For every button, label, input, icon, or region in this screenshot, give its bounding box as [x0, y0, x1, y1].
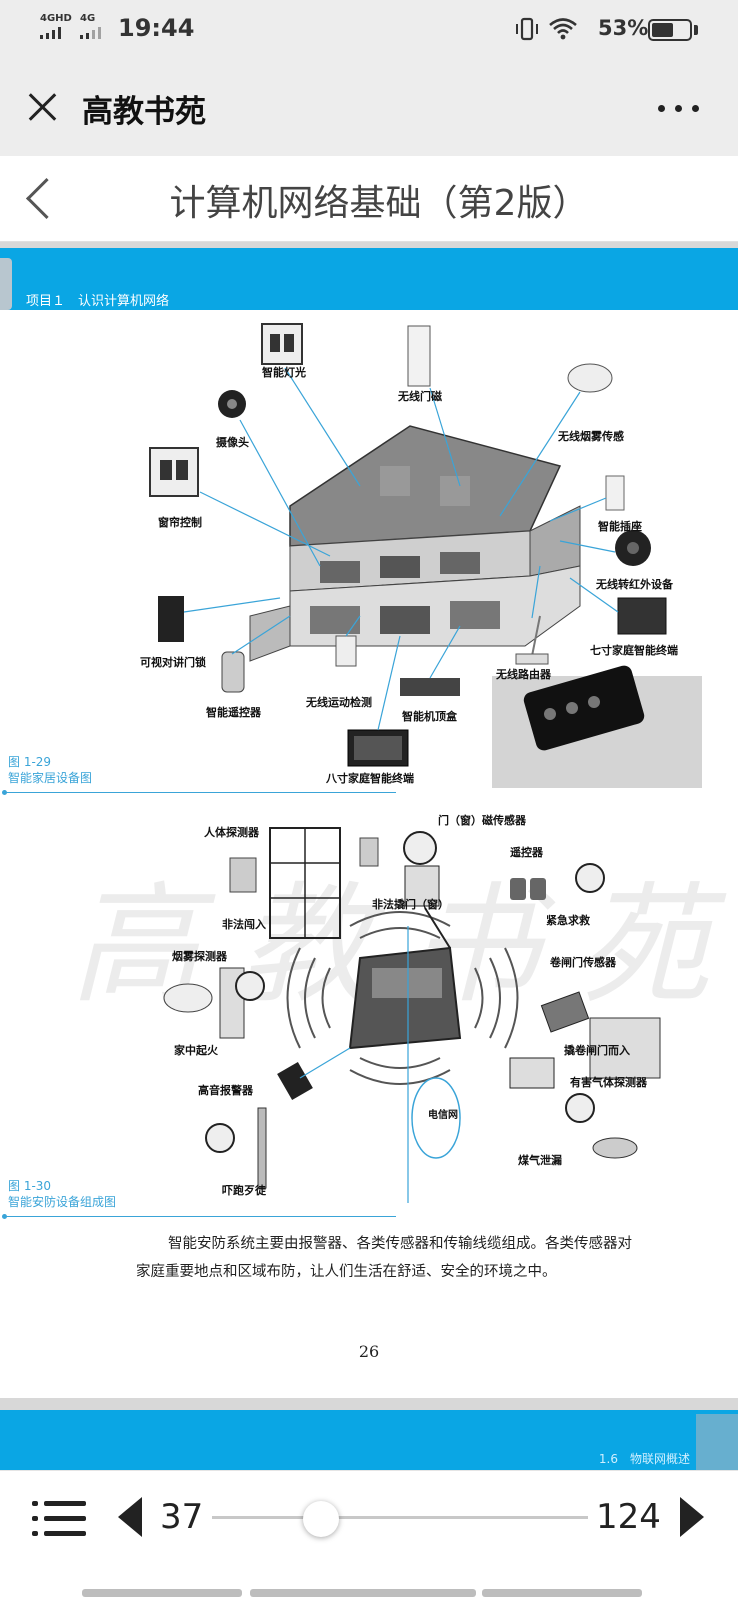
- label-door-sensor: 门（窗）磁传感器: [438, 813, 527, 827]
- label-ir-device: 无线转红外设备: [595, 577, 674, 591]
- label-wireless-smoke: 无线烟雾传感: [557, 429, 624, 443]
- next-page-decoration: [696, 1414, 738, 1470]
- label-router: 无线路由器: [495, 667, 552, 681]
- figure-1-caption-line: [4, 792, 396, 793]
- label-terminal-7: 七寸家庭智能终端: [590, 643, 678, 657]
- page-slider-track[interactable]: [212, 1516, 588, 1519]
- current-page: 37: [160, 1497, 204, 1537]
- close-icon[interactable]: [22, 87, 62, 127]
- paragraph-line-2: 家庭重要地点和区域布防，让人们生活在舒适、安全的环境之中。: [136, 1264, 557, 1280]
- label-terminal-8: 八寸家庭智能终端: [325, 771, 414, 785]
- network-type-2: 4G: [80, 13, 96, 24]
- label-smart-socket: 智能插座: [598, 519, 642, 533]
- chapter-title: 项目１ 认识计算机网络: [26, 294, 170, 309]
- label-intercom: 可视对讲门锁: [140, 655, 206, 669]
- chapter-tab-decoration: [0, 258, 12, 310]
- signal-icon-2: [80, 27, 110, 39]
- label-siren: 高音报警器: [198, 1083, 254, 1097]
- figure-2-caption-line: [4, 1216, 396, 1217]
- previous-page-icon[interactable]: [118, 1497, 142, 1537]
- battery-percent: 53%: [598, 16, 649, 40]
- smart-home-figure: 智能灯光 无线门磁 摄像头 无线烟雾传感 窗帘控制 智能插座 无线转红外设备 可…: [140, 323, 702, 788]
- label-fire: 家中起火: [174, 1043, 219, 1057]
- label-illegal-door: 非法撬门（窗）: [372, 897, 449, 911]
- body-paragraph: 智能安防系统主要由报警器、各类传感器和传输线缆组成。各类传感器对 家庭重要地点和…: [136, 1230, 706, 1286]
- clock: 19:44: [118, 14, 195, 42]
- next-page-header: 1.6 物联网概述: [598, 1452, 690, 1466]
- label-gas-detector: 有害气体探测器: [570, 1075, 648, 1089]
- total-pages: 124: [596, 1497, 661, 1537]
- table-of-contents-icon[interactable]: [32, 1499, 86, 1539]
- next-page-preview: 1.6 物联网概述: [0, 1410, 738, 1470]
- label-human-detector: 人体探测器: [204, 825, 260, 839]
- figure-1-caption-dot: [2, 790, 7, 795]
- app-bar: 高教书苑: [0, 58, 738, 156]
- label-telecom: 电信网: [428, 1108, 458, 1121]
- battery-tip: [694, 25, 698, 35]
- nav-indicator-1: [82, 1589, 242, 1597]
- label-settop: 智能机顶盒: [402, 709, 458, 723]
- figure-2-caption-text: 智能安防设备组成图: [8, 1195, 117, 1209]
- chapter-band: 项目１ 认识计算机网络: [0, 248, 738, 310]
- label-shutter-sensor: 卷闸门传感器: [549, 955, 617, 969]
- book-title: 计算机网络基础（第2版）: [169, 183, 589, 224]
- page-slider-thumb[interactable]: [303, 1501, 340, 1537]
- label-camera: 摄像头: [216, 435, 249, 449]
- label-shutter-break: 撬卷闸门而入: [564, 1043, 630, 1057]
- label-gas-leak: 煤气泄漏: [518, 1153, 562, 1167]
- vibrate-icon: [516, 17, 538, 41]
- label-remote-control: 遥控器: [510, 845, 544, 859]
- book-page: 项目１ 认识计算机网络: [0, 248, 738, 1398]
- page-number: 26: [358, 1342, 380, 1361]
- paragraph-line-1: 智能安防系统主要由报警器、各类传感器和传输线缆组成。各类传感器对: [168, 1236, 632, 1252]
- wifi-icon: [549, 18, 577, 40]
- signal-icon-1: [40, 27, 70, 39]
- battery-icon: [648, 19, 692, 41]
- nav-indicator-3: [482, 1589, 642, 1597]
- label-smart-light: 智能灯光: [262, 365, 306, 379]
- figure-1-caption-text: 智能家居设备图: [8, 771, 93, 785]
- network-type-1: 4GHD: [40, 13, 72, 24]
- figure-2-caption-dot: [2, 1214, 7, 1219]
- label-motion: 无线运动检测: [305, 695, 372, 709]
- label-intrusion: 非法闯入: [222, 917, 266, 931]
- label-scare-thief: 吓跑歹徒: [222, 1183, 267, 1197]
- book-header: 计算机网络基础（第2版）: [0, 156, 738, 242]
- label-door-magnet: 无线门磁: [397, 389, 442, 403]
- nav-indicator-2: [250, 1589, 476, 1597]
- smart-security-figure: 人体探测器 门（窗）磁传感器 遥控器 非法撬门（窗） 非法闯入 紧急求救 烟雾探…: [163, 813, 661, 1203]
- label-emergency: 紧急求救: [546, 913, 590, 927]
- next-page-icon[interactable]: [680, 1497, 704, 1537]
- status-bar: 4GHD 4G 19:44 53%: [0, 0, 738, 58]
- figure-2-caption-number: 图 1-30: [8, 1179, 52, 1193]
- label-remote: 智能遥控器: [206, 705, 262, 719]
- reader-controls: 37 124: [0, 1470, 738, 1600]
- more-options-icon[interactable]: [658, 102, 708, 116]
- app-title: 高教书苑: [82, 94, 206, 130]
- label-smoke-detector: 烟雾探测器: [172, 949, 228, 963]
- label-curtain: 窗帘控制: [158, 515, 202, 529]
- reader-viewport[interactable]: 项目１ 认识计算机网络: [0, 242, 738, 1470]
- figure-1-caption-number: 图 1-29: [8, 755, 52, 769]
